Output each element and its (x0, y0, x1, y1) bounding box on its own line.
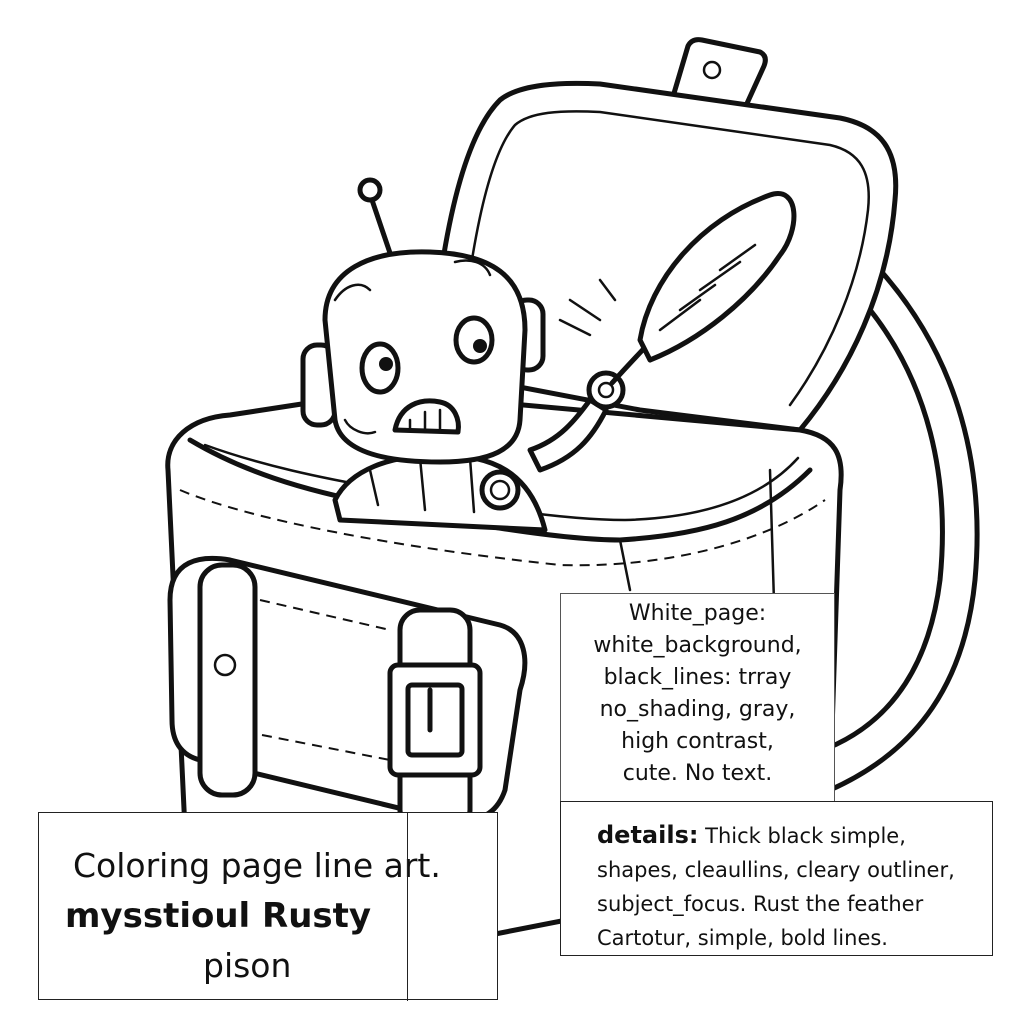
notes-box-bottom-right: details: Thick black simple, shapes, cle… (560, 801, 993, 956)
details-line: shapes, cleaullins, cleary outliner, (597, 858, 955, 882)
details-text: Rust the feather (746, 892, 924, 916)
bag-strap (825, 267, 980, 793)
caption-line: mysstioul Rusty (65, 896, 372, 936)
feather (558, 191, 797, 386)
bag-lid (427, 80, 899, 433)
note-line: white_background, (593, 633, 802, 658)
lid-tab (669, 37, 768, 113)
note-line: no_shading, gray, (599, 697, 796, 722)
caption-line: Coloring page line art. (73, 846, 441, 885)
note-line: cute. No text. (622, 761, 773, 786)
note-line: high contrast, (621, 729, 774, 754)
note-line: black_lines: trray (603, 665, 792, 690)
note-line: White_page: (628, 601, 767, 626)
notes-box-top-right: White_page: white_background, black_line… (560, 593, 835, 809)
details-line: subject_focus. Rust the feather (597, 887, 992, 921)
robot-character (300, 177, 626, 533)
subject-focus-key: subject_focus. (597, 892, 747, 916)
details-line: details: Thick black simple, (597, 818, 992, 853)
details-key: details: (597, 821, 699, 849)
caption-inner-frame (39, 813, 408, 1001)
details-text: Thick black simple, (698, 824, 906, 848)
details-line: Cartotur, simple, bold lines. (597, 926, 888, 950)
front-pocket (167, 555, 528, 833)
caption-box: Coloring page line art. mysstioul Rusty … (38, 812, 498, 1001)
caption-line: pison (203, 946, 292, 985)
